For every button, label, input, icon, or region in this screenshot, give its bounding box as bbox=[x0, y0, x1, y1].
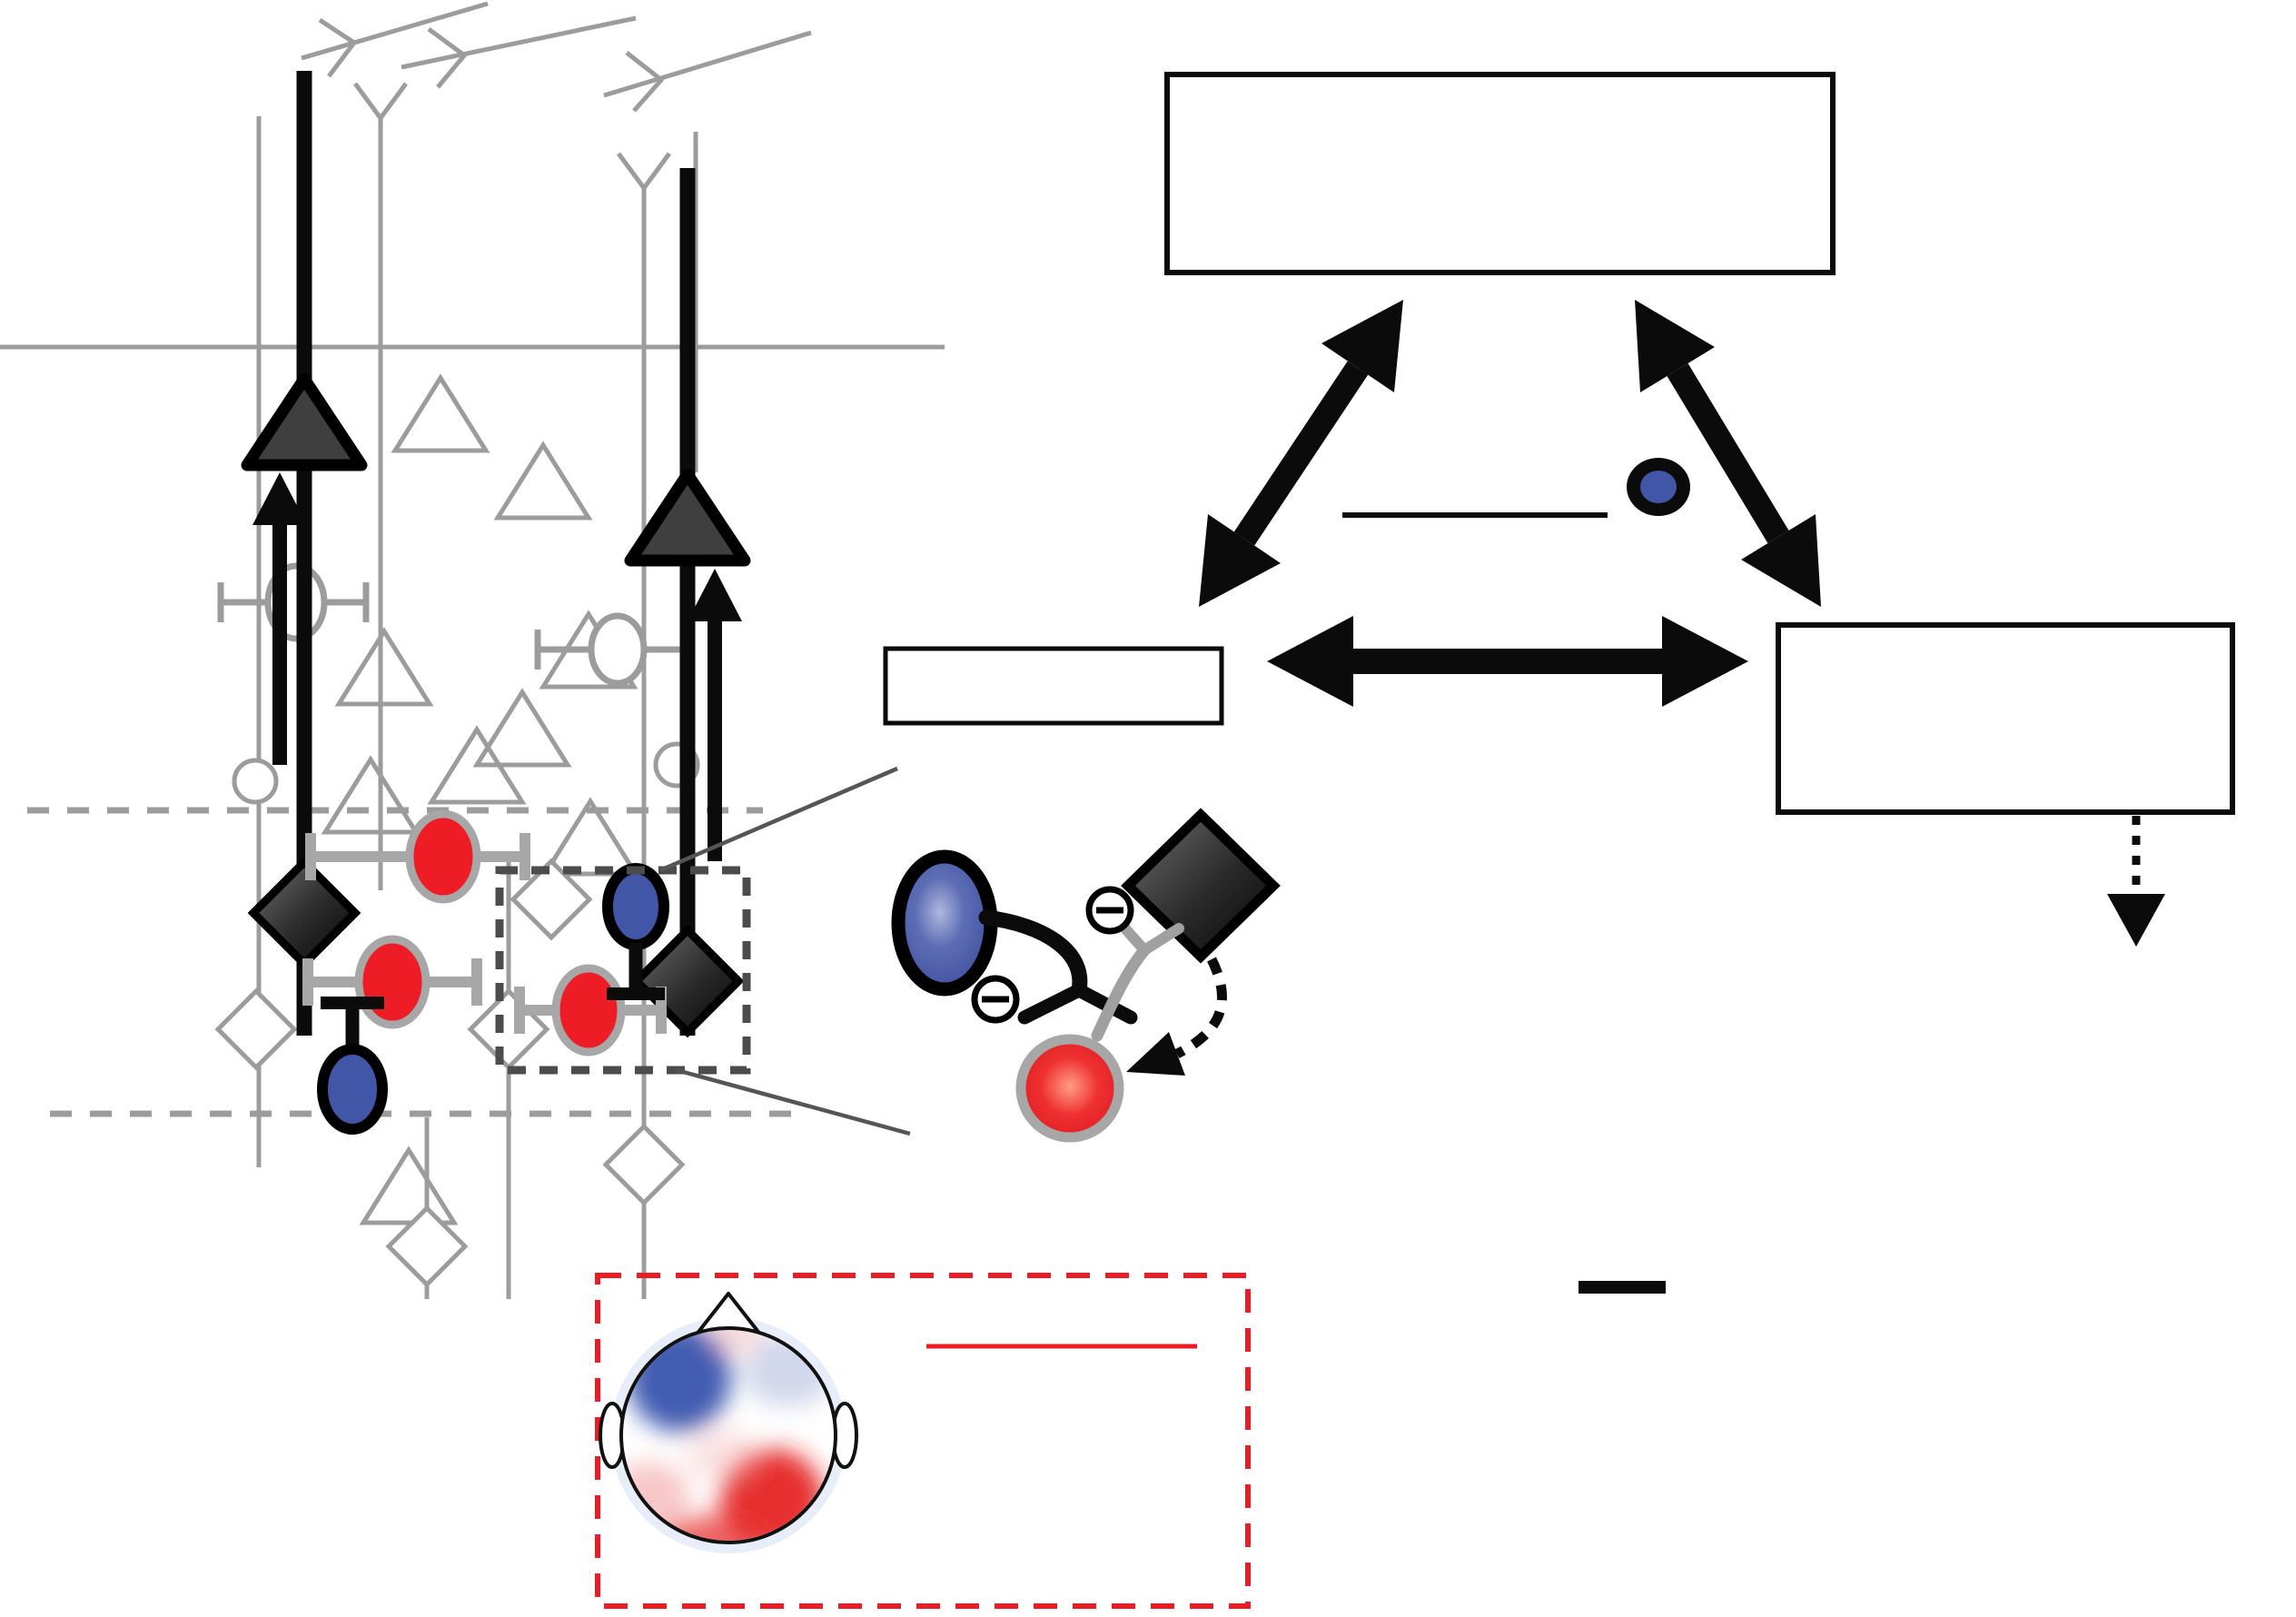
double-arrow-circuitry-physiology bbox=[1267, 616, 1748, 707]
up-arrow-icon bbox=[688, 569, 742, 861]
biomarkers-box bbox=[595, 1273, 1251, 1609]
cortex-diagram bbox=[0, 1, 945, 1299]
black-pyramidal-2 bbox=[624, 168, 751, 1038]
pv-cell bbox=[302, 935, 482, 1029]
dendrite-with-tuft bbox=[352, 82, 409, 890]
l4-exc-soma bbox=[1121, 808, 1281, 964]
microcircuit bbox=[891, 808, 1281, 1143]
nose-icon bbox=[694, 1292, 763, 1337]
pyramidal-soma bbox=[241, 372, 368, 471]
axon-diagonal-icon bbox=[603, 30, 812, 113]
pv-cell bbox=[305, 809, 530, 904]
eeg-topomap bbox=[599, 1292, 858, 1553]
l4-exc-diamond bbox=[630, 924, 745, 1038]
double-arrow-computation-physiology bbox=[1635, 300, 1821, 607]
minus-sign-icon bbox=[1085, 886, 1134, 935]
axon-diagonal-icon bbox=[401, 15, 637, 89]
sst-soma bbox=[891, 849, 998, 997]
biomarkers-panel bbox=[595, 1273, 1251, 1609]
physiology-box bbox=[1776, 622, 2235, 815]
pyramidal-soma bbox=[624, 468, 751, 567]
inhibitory-link-sst-pv bbox=[978, 909, 1138, 1025]
zoom-connector-line bbox=[659, 766, 898, 873]
black-pyramidal-1 bbox=[241, 71, 368, 1036]
sst-dot-icon bbox=[1627, 458, 1690, 516]
inhibitory-link-pv-exc bbox=[1091, 914, 1184, 1042]
dashed-down-arrow-icon bbox=[2107, 816, 2165, 947]
sst-cell bbox=[602, 863, 669, 1000]
dendrite-with-tuft bbox=[616, 152, 672, 1299]
sst-cell bbox=[317, 997, 388, 1135]
axon-diagonal-icon bbox=[301, 1, 489, 78]
circuitry-box bbox=[883, 646, 1224, 726]
triangle-diagram bbox=[883, 72, 2235, 815]
dashed-arrow-exc-pv bbox=[1126, 957, 1227, 1076]
up-arrow-icon bbox=[252, 472, 307, 765]
bipolar-cell bbox=[217, 562, 370, 642]
bipolar-cell bbox=[534, 612, 690, 687]
pv-soma bbox=[1015, 1034, 1124, 1143]
double-arrow-computation-circuitry bbox=[1199, 300, 1403, 607]
scale-bar bbox=[1578, 1281, 1666, 1294]
l4-exc-diamond bbox=[247, 856, 361, 970]
gray-circle-soma bbox=[232, 758, 279, 805]
computation-box bbox=[1164, 72, 1836, 275]
zoom-connector-line bbox=[676, 1067, 911, 1136]
pv-cell bbox=[514, 964, 667, 1057]
lfp-panel bbox=[1578, 816, 2165, 1294]
minus-sign-icon bbox=[971, 975, 1020, 1024]
